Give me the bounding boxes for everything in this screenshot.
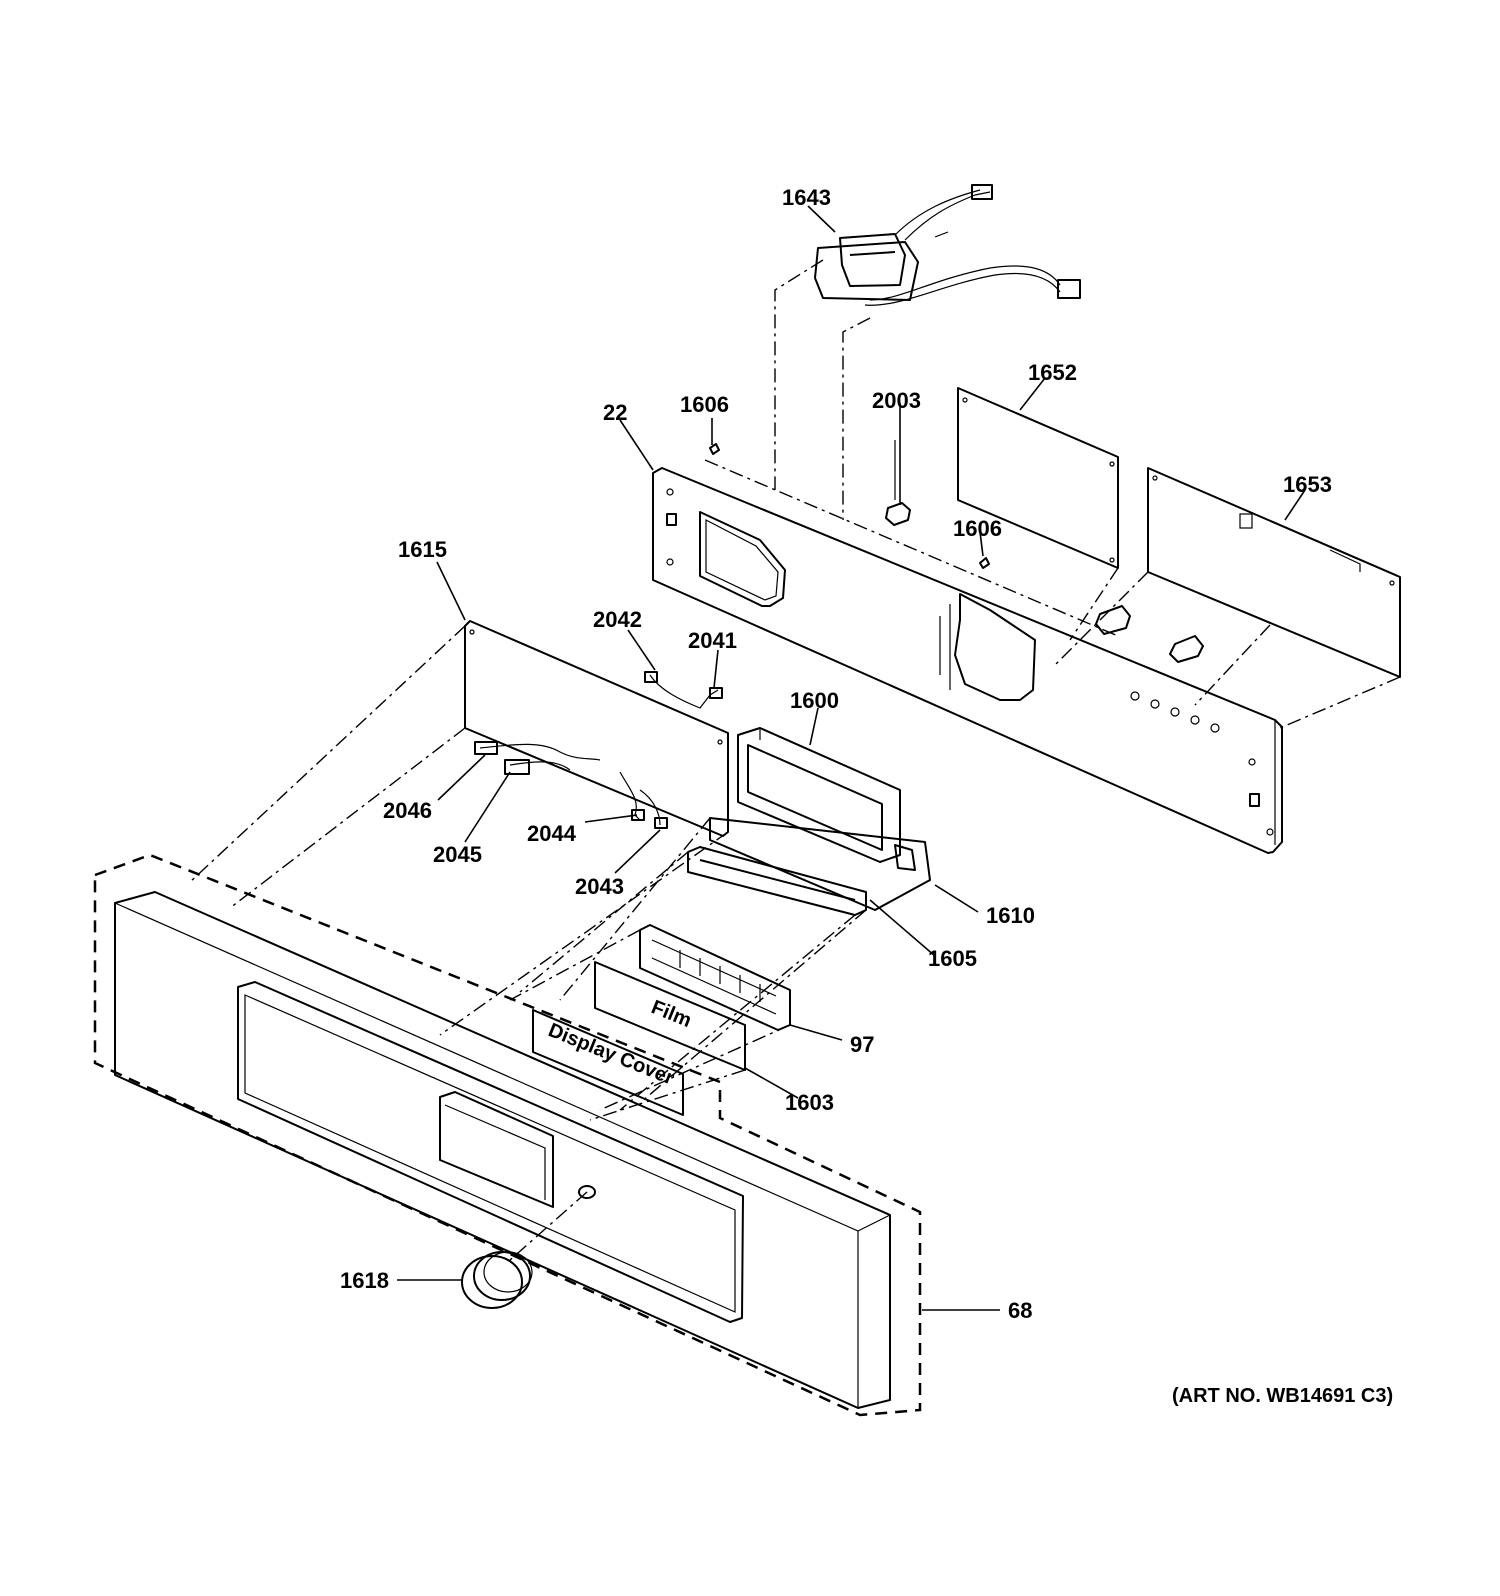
screw-1606-top: [709, 443, 720, 455]
board-1653: [1147, 467, 1401, 678]
display-1600: [737, 727, 901, 863]
board-1615: [464, 620, 729, 837]
label-2042: 2042: [593, 607, 642, 632]
label-68: 68: [1008, 1298, 1032, 1323]
display-cover-1603: Display Cover: [532, 1009, 684, 1116]
label-2046: 2046: [383, 798, 432, 823]
bracket-22: [652, 467, 1283, 854]
label-22: 22: [603, 400, 627, 425]
assembly-lines: [189, 259, 1401, 1261]
control-panel-68: [114, 891, 891, 1409]
connector-2003: [885, 440, 911, 526]
art-number: (ART NO. WB14691 C3): [1172, 1385, 1393, 1407]
label-2045: 2045: [433, 842, 482, 867]
board-1652: [957, 387, 1119, 569]
label-1618: 1618: [340, 1268, 389, 1293]
label-2044: 2044: [527, 821, 577, 846]
label-1610: 1610: [986, 903, 1035, 928]
harness-2041-2042: [644, 671, 723, 709]
screw-1606-mid: [979, 557, 990, 569]
bracket-1605: [687, 846, 867, 916]
transformer-1643: [814, 184, 1081, 306]
label-1606-top: 1606: [680, 392, 729, 417]
harness-2043-2046: [474, 741, 668, 829]
label-1603: 1603: [785, 1090, 834, 1115]
label-2003: 2003: [872, 388, 921, 413]
leader-lines: [397, 205, 1306, 1311]
label-2043: 2043: [575, 874, 624, 899]
label-1600: 1600: [790, 688, 839, 713]
label-2041: 2041: [688, 628, 737, 653]
label-1653: 1653: [1283, 472, 1332, 497]
board-1610: [709, 817, 931, 911]
label-1606-mid: 1606: [953, 516, 1002, 541]
label-1615: 1615: [398, 537, 447, 562]
label-1652: 1652: [1028, 360, 1077, 385]
group-68-boundary: [93, 853, 922, 1417]
label-97: 97: [850, 1032, 874, 1057]
label-1643: 1643: [782, 185, 831, 210]
knob-1618: [461, 1251, 533, 1309]
label-1605: 1605: [928, 946, 977, 971]
